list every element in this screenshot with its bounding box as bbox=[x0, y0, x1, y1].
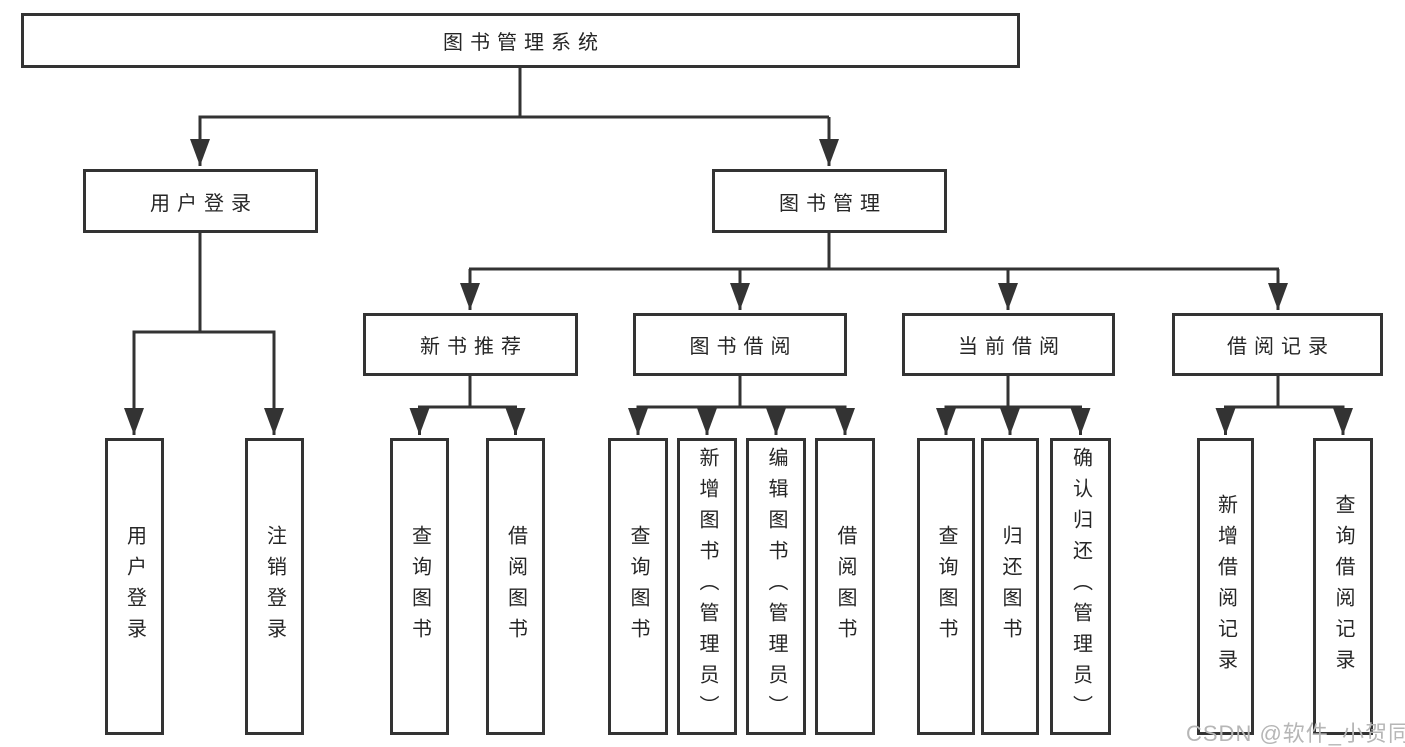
leaf-borrow-books-recommend: 借阅图书 bbox=[486, 438, 545, 735]
node-label: 当前借阅 bbox=[958, 336, 1066, 358]
node-label: 新书推荐 bbox=[420, 336, 528, 358]
leaf-label: 查询借阅记录 bbox=[1332, 493, 1354, 680]
leaf-query-borrow-record: 查询借阅记录 bbox=[1313, 438, 1373, 735]
leaf-label: 借阅图书 bbox=[504, 524, 527, 649]
node-label: 图书管理系统 bbox=[443, 32, 605, 54]
node-book-borrowing: 图书借阅 bbox=[633, 313, 847, 376]
leaf-query-books-current: 查询图书 bbox=[917, 438, 975, 735]
leaf-label: 用户登录 bbox=[123, 524, 146, 649]
csdn-watermark: CSDN @软件_小贺同学 bbox=[1186, 721, 1405, 746]
leaf-label: 归还图书 bbox=[999, 524, 1021, 649]
node-label: 用户登录 bbox=[150, 192, 258, 215]
leaf-label: 查询图书 bbox=[935, 524, 957, 649]
leaf-return-books: 归还图书 bbox=[981, 438, 1039, 735]
leaf-label: 确认归还（管理员） bbox=[1069, 447, 1092, 726]
leaf-label: 编辑图书（管理员） bbox=[765, 447, 787, 726]
leaf-confirm-return-admin: 确认归还（管理员） bbox=[1050, 438, 1111, 735]
leaf-label: 新增图书（管理员） bbox=[696, 447, 718, 726]
leaf-label: 注销登录 bbox=[263, 524, 286, 649]
node-label: 借阅记录 bbox=[1227, 336, 1335, 358]
leaf-user-login: 用户登录 bbox=[105, 438, 164, 735]
leaf-borrow-books: 借阅图书 bbox=[815, 438, 875, 735]
leaf-label: 借阅图书 bbox=[834, 524, 856, 649]
node-user-login: 用户登录 bbox=[83, 169, 318, 233]
node-book-management: 图书管理 bbox=[712, 169, 947, 233]
node-borrowing-records: 借阅记录 bbox=[1172, 313, 1383, 376]
node-label: 图书借阅 bbox=[689, 336, 798, 358]
leaf-add-books-admin: 新增图书（管理员） bbox=[677, 438, 737, 735]
node-label: 图书管理 bbox=[779, 192, 887, 215]
leaf-logout: 注销登录 bbox=[245, 438, 304, 735]
leaf-label: 查询图书 bbox=[408, 524, 431, 649]
leaf-label: 查询图书 bbox=[627, 524, 649, 649]
node-current-borrowing: 当前借阅 bbox=[902, 313, 1115, 376]
leaf-query-books-recommend: 查询图书 bbox=[390, 438, 449, 735]
leaf-add-borrow-record: 新增借阅记录 bbox=[1197, 438, 1254, 735]
leaf-query-books-borrow: 查询图书 bbox=[608, 438, 668, 735]
node-new-book-recommend: 新书推荐 bbox=[363, 313, 578, 376]
leaf-label: 新增借阅记录 bbox=[1214, 493, 1237, 680]
node-library-system: 图书管理系统 bbox=[21, 13, 1020, 68]
leaf-edit-books-admin: 编辑图书（管理员） bbox=[746, 438, 806, 735]
